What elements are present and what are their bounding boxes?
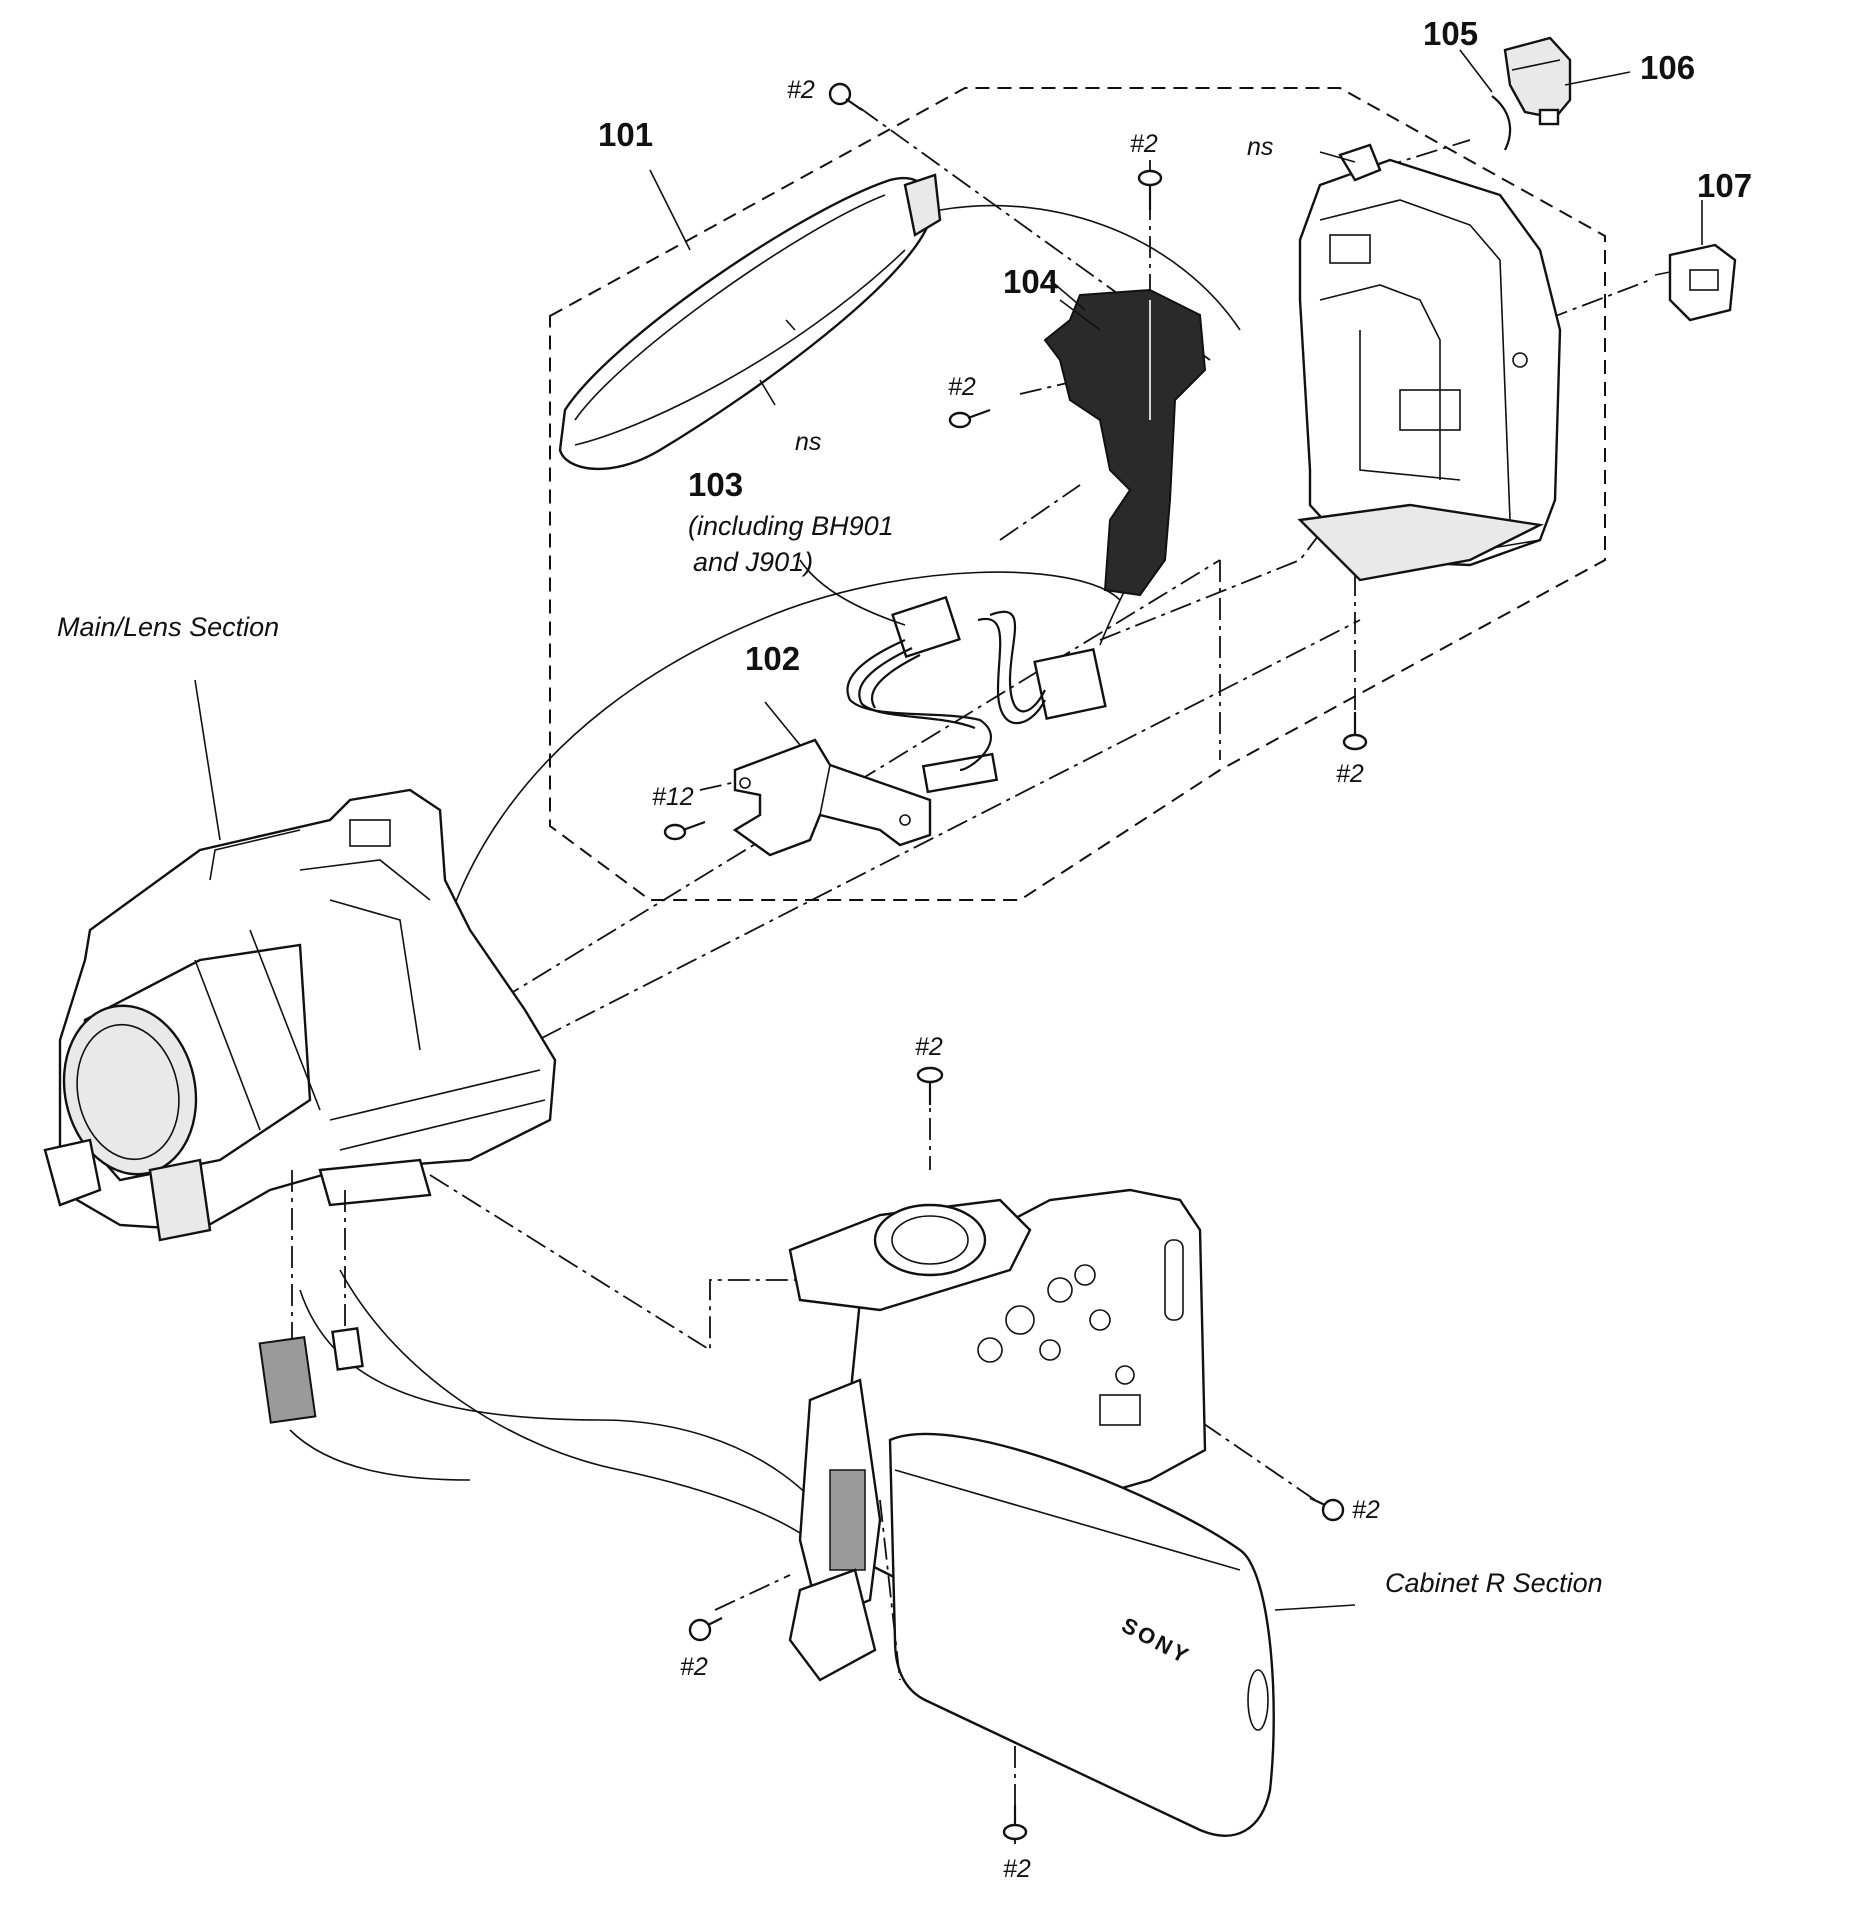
- screw-label-104: #2: [948, 373, 976, 401]
- frame-assembly: [1297, 143, 1562, 582]
- screw-label-cab-top: #2: [915, 1033, 943, 1061]
- cabinet-r-section: [788, 1188, 1275, 1837]
- screw-label-cab-left: #2: [680, 1653, 708, 1681]
- screw-label-cab-bottom: #2: [1003, 1855, 1031, 1883]
- main-lens-section: [43, 788, 557, 1242]
- screw-label-cab-right: #2: [1352, 1496, 1380, 1524]
- section-label-cabinet-r: Cabinet R Section: [1385, 1568, 1603, 1598]
- part-105-clip: [1491, 95, 1512, 151]
- screw-104: [948, 408, 991, 429]
- screw-label-top-left: #2: [787, 76, 815, 104]
- leader-lines: [194, 49, 1703, 1611]
- screws: [663, 82, 1368, 1841]
- part-101-grip-cover: [558, 173, 942, 471]
- label-107: 107: [1697, 167, 1752, 204]
- ns-label-101: ns: [795, 428, 821, 456]
- label-102: 102: [745, 640, 800, 677]
- label-105: 105: [1423, 15, 1478, 52]
- screw-12: [663, 820, 706, 841]
- ns-label-frame: ns: [1247, 133, 1273, 161]
- part-107-button: [1654, 243, 1737, 322]
- label-106: 106: [1640, 49, 1695, 86]
- part-102-bracket: [732, 738, 932, 857]
- screw-cab-left: [688, 1617, 723, 1642]
- part-103-harness: [846, 595, 1107, 794]
- screw-label-12: #12: [652, 783, 694, 811]
- label-103-note-1: (including BH901: [688, 511, 894, 541]
- screw-cab-bottom: [1002, 1805, 1028, 1841]
- screw-top-left: [828, 82, 863, 111]
- part-104-flex-board: [1043, 288, 1207, 597]
- screw-frame-bottom: [1342, 712, 1368, 751]
- part-106-cap: [1503, 36, 1572, 126]
- screw-cab-top: [916, 1066, 944, 1105]
- label-103: 103: [688, 466, 743, 503]
- flex-pieces: [258, 1170, 364, 1424]
- label-103-note-2: and J901): [693, 547, 813, 577]
- label-104: 104: [1003, 263, 1059, 300]
- screw-top-center: [1137, 169, 1163, 210]
- assembly-boundary: [549, 87, 1606, 901]
- screw-label-frame-bottom: #2: [1336, 760, 1364, 788]
- screw-label-top-center: #2: [1130, 130, 1158, 158]
- screw-cab-right: [1309, 1497, 1345, 1522]
- label-101: 101: [598, 116, 653, 153]
- section-label-main-lens: Main/Lens Section: [57, 612, 279, 642]
